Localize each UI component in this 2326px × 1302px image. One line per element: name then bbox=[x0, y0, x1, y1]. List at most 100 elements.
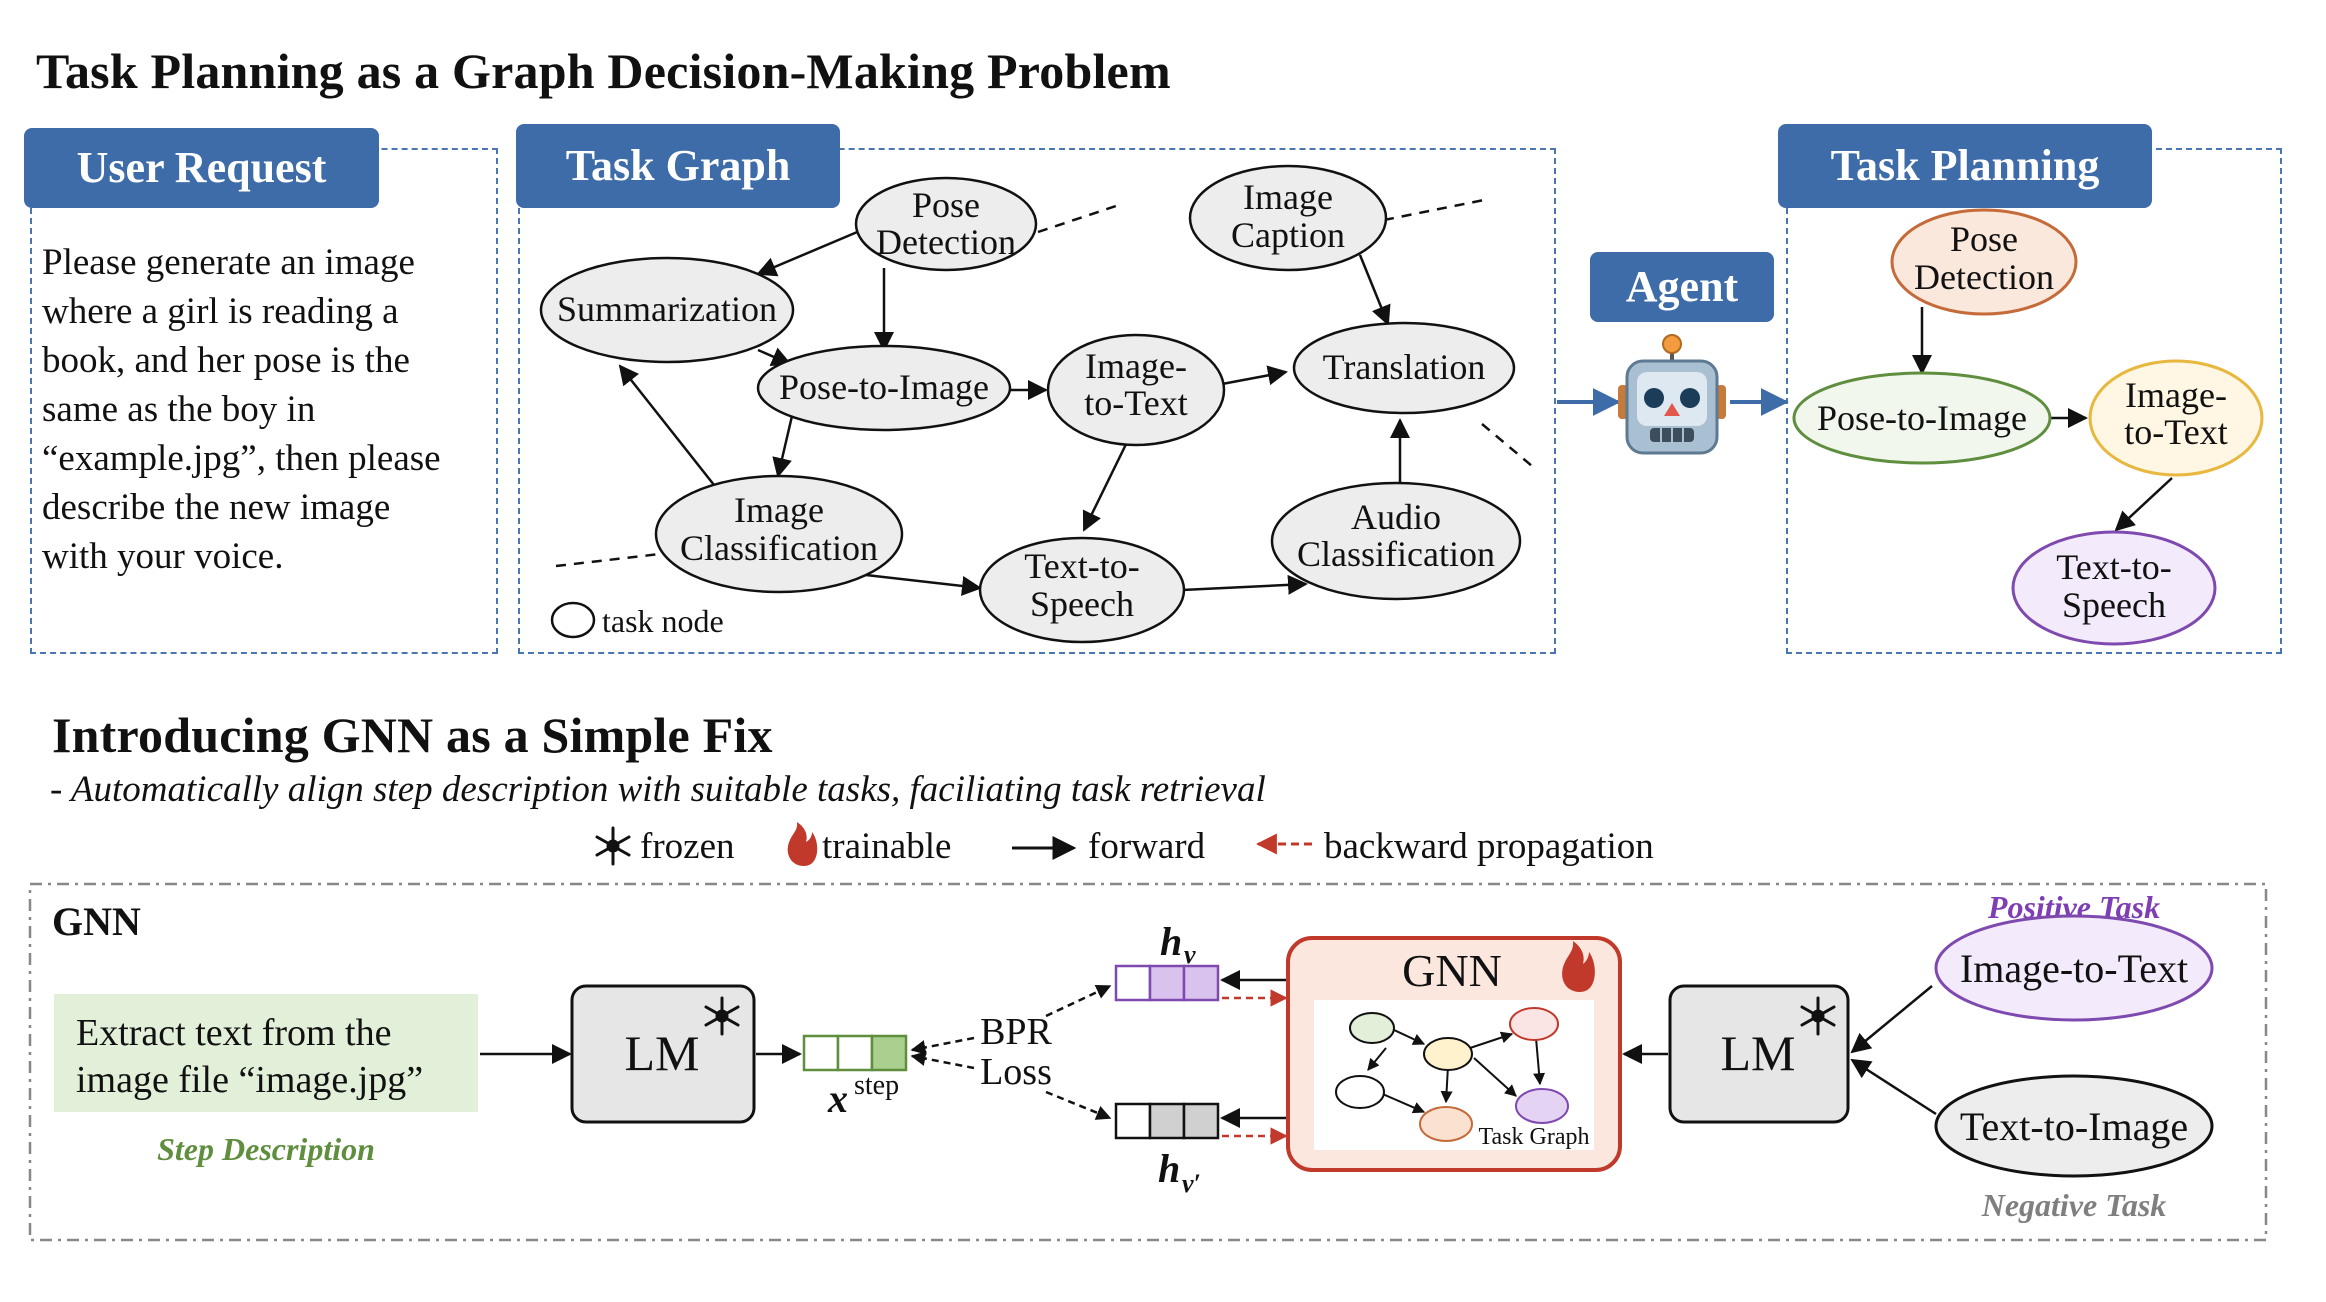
node-label: Image bbox=[734, 490, 824, 530]
flame-icon bbox=[1562, 941, 1595, 992]
plan-label: Pose-to-Image bbox=[1817, 398, 2027, 438]
agent-label: Agent bbox=[1590, 252, 1774, 322]
plan-node-pose-to-image bbox=[1792, 371, 2052, 465]
node-translation bbox=[1292, 321, 1516, 415]
gnn-section-title: Introducing GNN as a Simple Fix bbox=[52, 707, 773, 763]
node-label: Detection bbox=[876, 222, 1016, 262]
request-line: book, and her pose is the bbox=[42, 340, 410, 381]
plan-node-image-to-text bbox=[2088, 359, 2264, 477]
lm-right-box bbox=[1668, 984, 1850, 1124]
bpr-loss-label: BPR bbox=[980, 1011, 1052, 1053]
mini-graph-nodes bbox=[1335, 1007, 1569, 1142]
task-graph-tab: Task Graph bbox=[516, 124, 840, 208]
request-line: same as the boy in bbox=[42, 389, 316, 430]
plan-label: Text-to- bbox=[2056, 547, 2171, 587]
node-label: Summarization bbox=[557, 289, 777, 329]
node-label: Image bbox=[1243, 177, 1333, 217]
h-v-prime-label: h bbox=[1158, 1146, 1180, 1191]
page-title: Task Planning as a Graph Decision-Making… bbox=[36, 43, 1171, 99]
task-node-legend-label: task node bbox=[602, 603, 724, 639]
h-v-prime-vector bbox=[1114, 1102, 1220, 1140]
gnn-panel-label: GNN bbox=[52, 899, 141, 944]
node-label: Translation bbox=[1323, 347, 1486, 387]
task-node-legend-icon bbox=[550, 601, 596, 639]
legend-forward: forward bbox=[1088, 826, 1206, 867]
flame-icon bbox=[787, 822, 818, 866]
request-line: describe the new image bbox=[42, 487, 391, 528]
task-plan-edges bbox=[1912, 307, 2173, 532]
node-pose-detection bbox=[854, 176, 1038, 272]
plan-node-text-to-speech bbox=[2011, 530, 2217, 646]
h-v-vector bbox=[1114, 964, 1220, 1002]
node-label: Pose bbox=[912, 185, 980, 225]
snowflake-icon bbox=[595, 826, 631, 866]
mini-graph-edges bbox=[1367, 1029, 1546, 1114]
bpr-dashed-arrows bbox=[910, 984, 1112, 1120]
request-line: Please generate an image bbox=[42, 242, 415, 283]
node-text-to-speech bbox=[978, 536, 1186, 644]
request-line: with your voice. bbox=[42, 536, 284, 577]
snowflake-icon bbox=[704, 996, 740, 1036]
node-audio-classification bbox=[1270, 481, 1522, 601]
h-v-label: h bbox=[1160, 919, 1182, 964]
h-v-prime-subscript: v′ bbox=[1182, 1169, 1201, 1198]
legend-frozen: frozen bbox=[640, 826, 735, 867]
node-label: Text-to- bbox=[1024, 546, 1139, 586]
node-summarization bbox=[539, 256, 795, 364]
legend-row: frozen trainable forward backward propag… bbox=[595, 822, 1654, 867]
user-request-text: Please generate an image where a girl is… bbox=[42, 238, 441, 581]
x-step-vector bbox=[802, 1034, 908, 1072]
positive-task-node bbox=[1934, 914, 2214, 1022]
negative-task-label: Negative Task bbox=[1981, 1187, 2167, 1223]
lm-right-label: LM bbox=[1721, 1025, 1796, 1081]
task-graph-caption: Task Graph bbox=[1479, 1124, 1590, 1150]
node-label: to-Text bbox=[1084, 383, 1187, 423]
node-label: Classification bbox=[1297, 534, 1495, 574]
step-description-caption: Step Description bbox=[157, 1131, 375, 1167]
gnn-box-title: GNN bbox=[1402, 945, 1502, 996]
gnn-panel bbox=[28, 882, 2268, 1242]
plan-label: to-Text bbox=[2124, 412, 2227, 452]
task-graph-node-shapes bbox=[539, 164, 1522, 644]
step-text-line: Extract text from the bbox=[76, 1012, 392, 1054]
snowflake-icon bbox=[1800, 996, 1836, 1036]
arrow-positive-to-lm bbox=[1850, 985, 1933, 1054]
node-label: Classification bbox=[680, 528, 878, 568]
lm-left-box bbox=[570, 984, 756, 1124]
node-label: Pose-to-Image bbox=[779, 367, 989, 407]
task-graph-panel bbox=[518, 148, 1556, 654]
plan-label: Pose bbox=[1950, 219, 2018, 259]
node-pose-to-image bbox=[756, 344, 1012, 432]
h-v-subscript: v bbox=[1184, 940, 1196, 969]
lm-left-label: LM bbox=[625, 1025, 700, 1081]
robot-icon bbox=[1618, 334, 1726, 455]
legend-backward: backward propagation bbox=[1324, 826, 1654, 867]
plan-label: Speech bbox=[2062, 585, 2166, 625]
plan-label: Detection bbox=[1914, 257, 2054, 297]
task-graph-edges bbox=[618, 228, 1410, 596]
plan-label: Image- bbox=[2125, 375, 2227, 415]
node-image-caption bbox=[1188, 164, 1388, 272]
task-plan-labels: Pose Detection Pose-to-Image Image- to-T… bbox=[1817, 219, 2228, 625]
request-line: “example.jpg”, then please bbox=[42, 438, 441, 479]
arrow-negative-to-lm bbox=[1850, 1058, 1937, 1116]
bpr-loss-label: Loss bbox=[980, 1051, 1052, 1093]
user-request-tab: User Request bbox=[24, 128, 379, 208]
node-image-to-text bbox=[1046, 333, 1226, 447]
step-description-box bbox=[54, 994, 478, 1112]
task-graph-node-labels: Pose Detection Summarization Pose-to-Ima… bbox=[557, 177, 1495, 624]
request-line: where a girl is reading a bbox=[42, 291, 399, 332]
positive-task-text: Image-to-Text bbox=[1960, 946, 2188, 991]
task-planning-tab: Task Planning bbox=[1778, 124, 2152, 208]
negative-task-text: Text-to-Image bbox=[1960, 1104, 2188, 1149]
plan-node-pose-detection bbox=[1890, 208, 2078, 316]
legend-trainable: trainable bbox=[822, 826, 951, 867]
node-label: Image- bbox=[1085, 346, 1187, 386]
step-text-line: image file “image.jpg” bbox=[76, 1059, 423, 1101]
x-step-superscript: step bbox=[854, 1070, 899, 1101]
task-graph-dangling-edges bbox=[555, 198, 1533, 568]
node-image-classification bbox=[654, 474, 904, 594]
negative-task-node bbox=[1934, 1074, 2214, 1178]
node-label: Caption bbox=[1231, 215, 1345, 255]
